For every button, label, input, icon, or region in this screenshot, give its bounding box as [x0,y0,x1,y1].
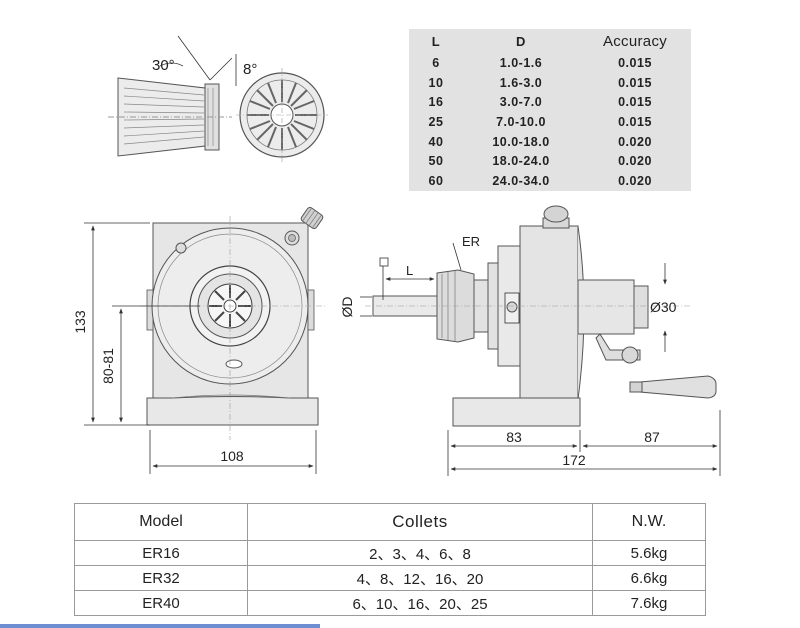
spec-cell: 0.015 [618,114,652,129]
collet-side-view [108,77,232,157]
weight-cell: 7.6kg [592,590,706,616]
spec-cell: 50 [428,154,444,169]
spec-header-d: D [516,33,526,49]
table-row: 40 10.0-18.0 0.020 [409,132,691,152]
spec-cell: 0.015 [618,55,652,70]
d-diameter-label: ØD [339,297,355,318]
er-label: ER [462,234,480,249]
model-header-model: Model [74,503,248,541]
spec-cell: 0.015 [618,95,652,110]
collets-cell: 2、3、4、6、8 [247,540,593,566]
indexing-knob [300,206,324,230]
l-label: L [406,263,413,278]
spec-cell: 18.0-24.0 [492,154,550,169]
spec-cell: 0.020 [618,134,652,149]
model-cell: ER16 [74,540,248,566]
front-view [140,206,325,440]
dim-133-label: 133 [72,310,88,334]
table-row: 16 3.0-7.0 0.015 [409,92,691,112]
weight-cell: 6.6kg [592,565,706,591]
spec-cell: 10.0-18.0 [492,134,550,149]
angle-30-label: 30° [152,57,175,74]
dim-172-label: 172 [562,452,586,468]
spec-cell: 1.6-3.0 [499,75,543,90]
spec-cell: 3.0-7.0 [499,95,543,110]
spec-cell: 40 [428,134,444,149]
bottom-accent-strip [0,624,320,628]
dim-80-81-label: 80-81 [100,348,116,384]
spec-header-row: L D Accuracy [409,29,691,53]
spec-cell: 10 [428,75,444,90]
table-row: 60 24.0-34.0 0.020 [409,171,691,191]
spec-cell: 7.0-10.0 [496,114,546,129]
side-dimensions [360,242,721,476]
collets-cell: 6、10、16、20、25 [247,590,593,616]
model-header-row: Model Collets N.W. [74,503,706,541]
collet-end-view [236,68,328,162]
spec-cell: 0.020 [618,154,652,169]
model-cell: ER40 [74,590,248,616]
model-header-weight: N.W. [592,503,706,541]
model-cell: ER32 [74,565,248,591]
spec-header-l: L [431,33,441,49]
collet-spec-table: L D Accuracy 6 1.0-1.6 0.015 10 1.6-3.0 0.01… [409,29,691,191]
spec-cell: 60 [428,174,444,189]
dim-108-label: 108 [220,448,244,464]
spec-cell: 6 [432,55,440,70]
front-dimensions [84,222,317,474]
spec-cell: 25 [428,114,444,129]
angle-8-label: 8° [243,61,257,78]
table-row: 10 1.6-3.0 0.015 [409,73,691,93]
spec-cell: 0.020 [618,174,652,189]
shaft-diameter-label: Ø30 [650,299,677,315]
dim-83-label: 83 [506,429,522,445]
spec-header-accuracy: Accuracy [602,32,668,50]
weight-cell: 5.6kg [592,540,706,566]
model-header-collets: Collets [247,503,593,541]
table-row: 50 18.0-24.0 0.020 [409,152,691,172]
spec-cell: 16 [428,95,444,110]
spec-cell: 1.0-1.6 [499,55,543,70]
table-row: 25 7.0-10.0 0.015 [409,112,691,132]
table-row: 6 1.0-1.6 0.015 [409,53,691,73]
spec-cell: 0.015 [618,75,652,90]
side-view [372,205,717,427]
spec-cell: 24.0-34.0 [492,174,550,189]
collets-cell: 4、8、12、16、20 [247,565,593,591]
collet-angle-lines [159,35,237,86]
dim-87-label: 87 [644,429,660,445]
